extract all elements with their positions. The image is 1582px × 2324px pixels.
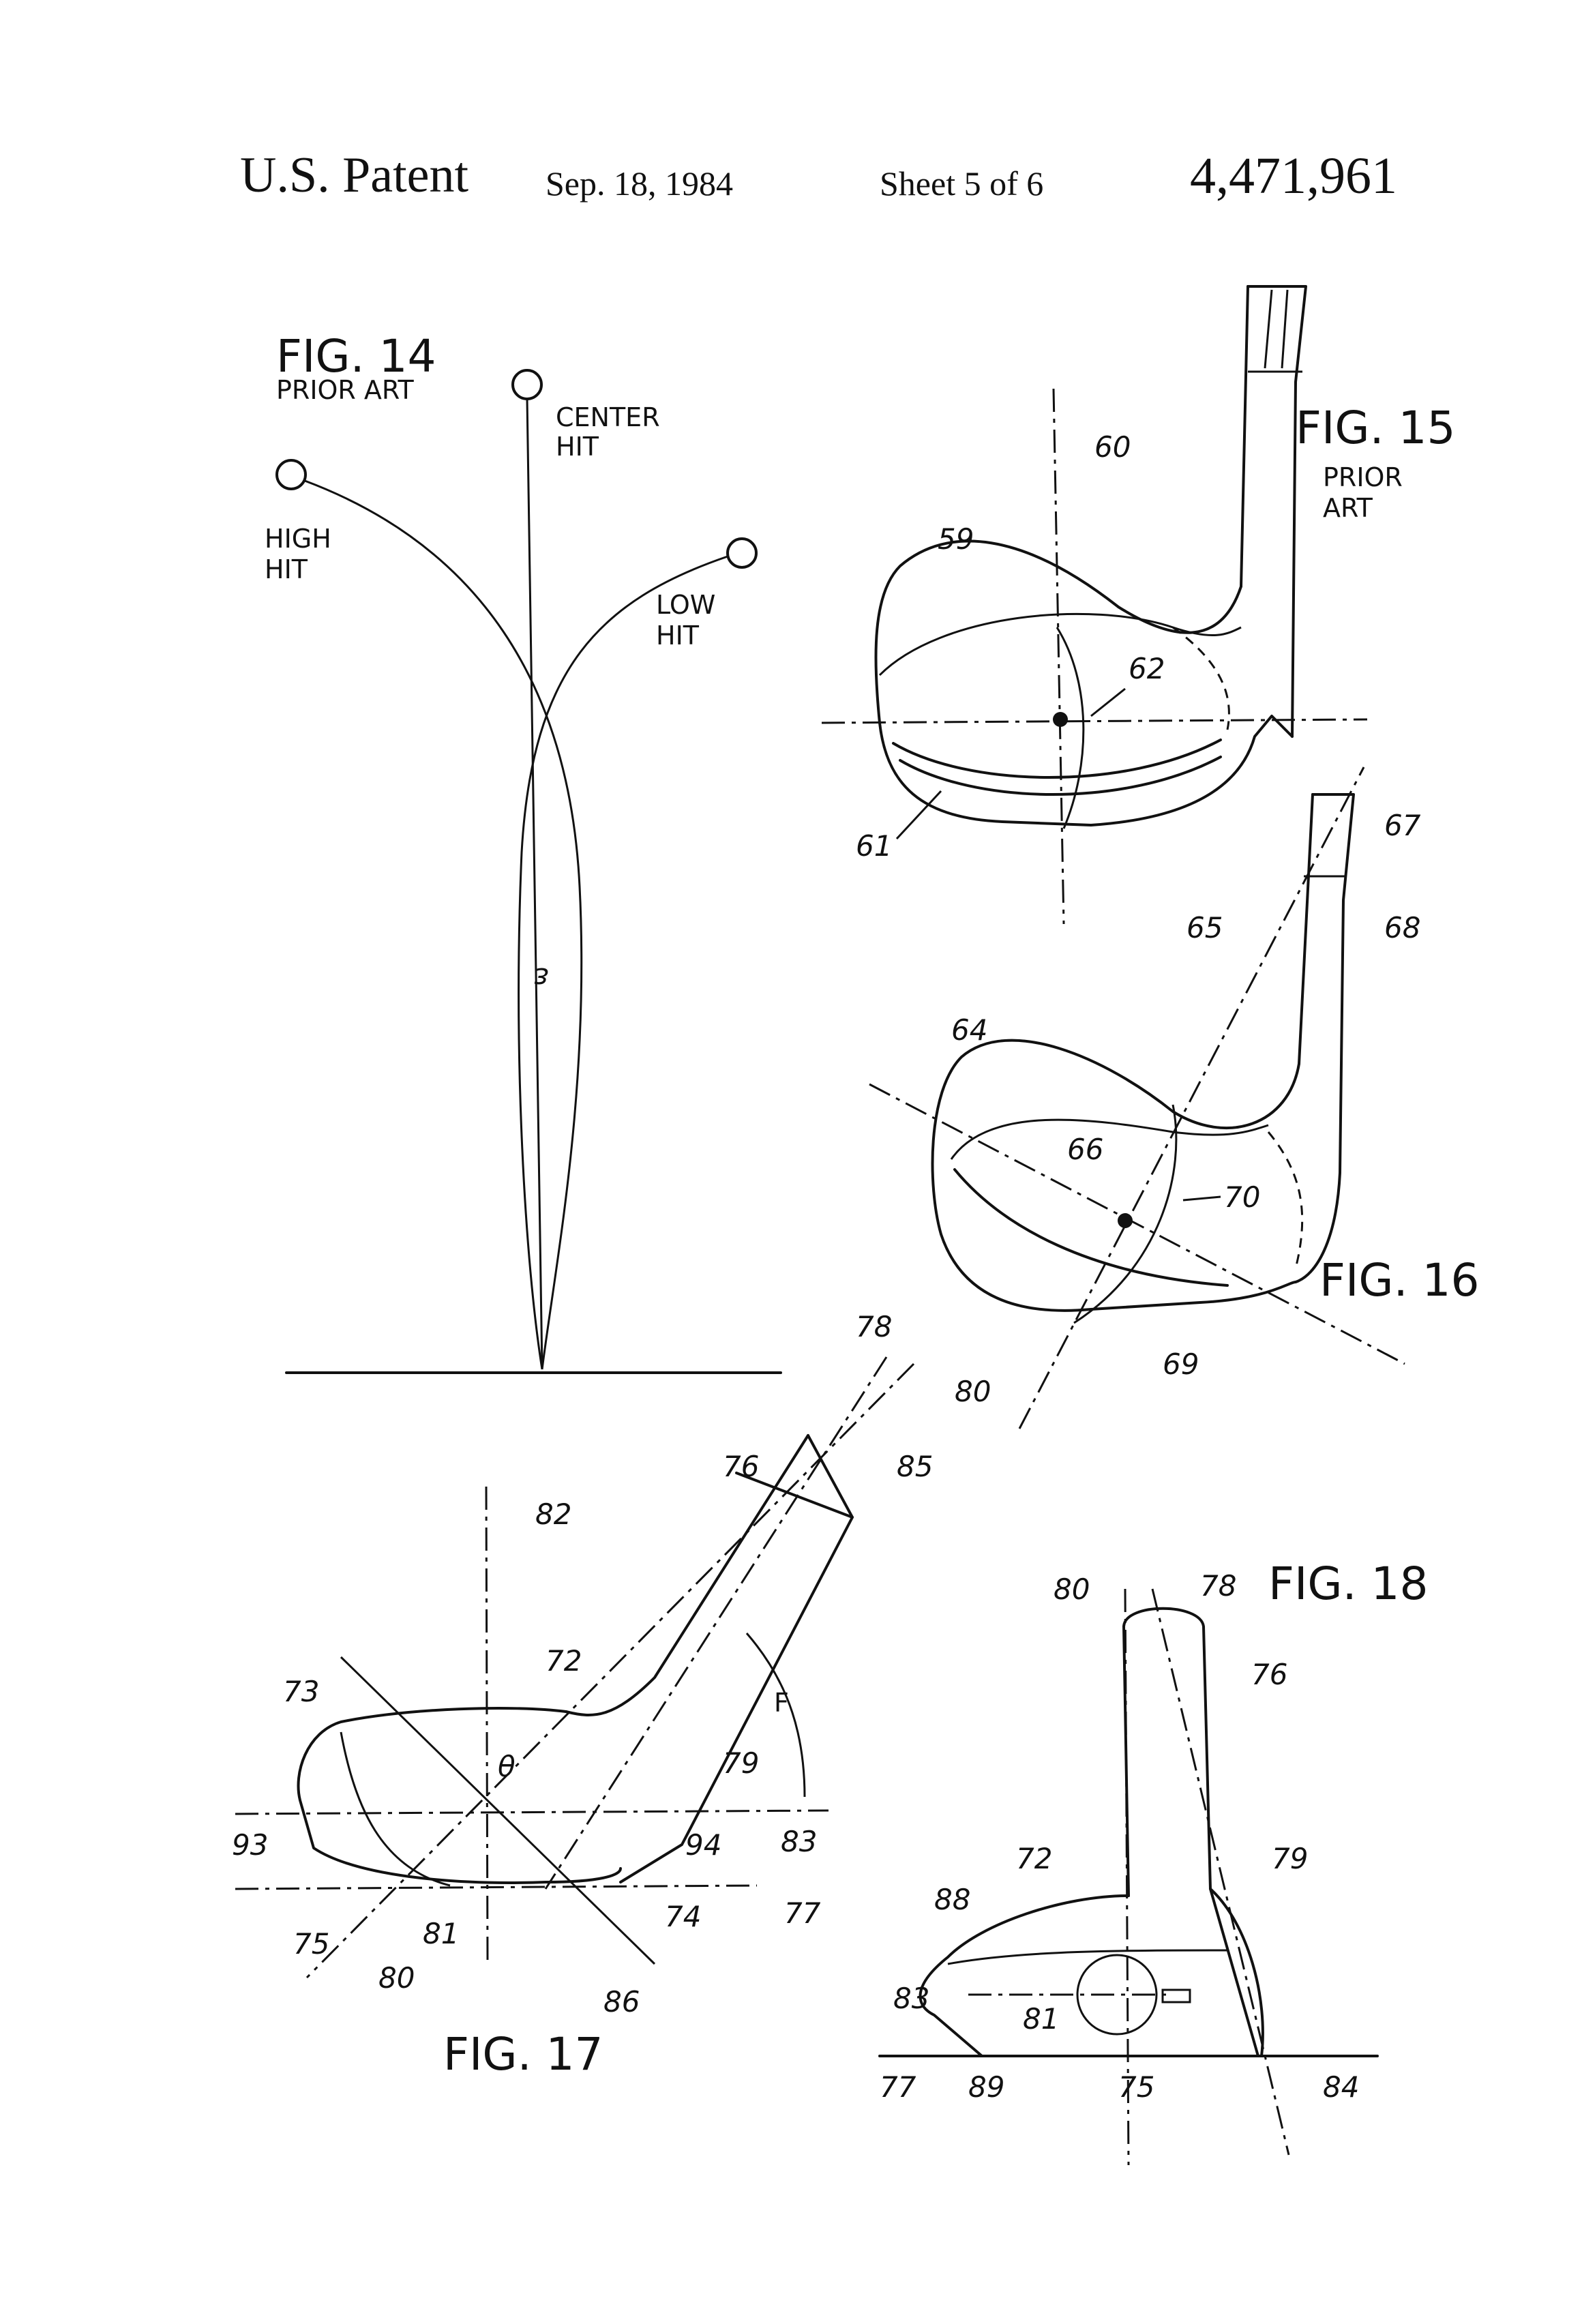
fig17-ref-77: 77 [784,1896,821,1930]
fig14-center-hit-label-2: HIT [556,432,599,462]
fig17-head-inner [341,1732,450,1886]
fig15-sublabel-2: ART [1323,493,1373,523]
fig17-ref-85: 85 [897,1450,933,1483]
fig15-shaft-left [1241,286,1248,586]
fig16-leader-70 [1183,1197,1221,1200]
fig15-sublabel-1: PRIOR [1323,462,1403,492]
fig17-ref-80-top: 80 [955,1375,991,1408]
fig14-low-hit-label-2: HIT [656,621,700,651]
fig17-vertical-axis-82 [486,1487,488,1964]
fig17-ref-94: 94 [685,1828,721,1862]
fig15-hidden-line [1173,627,1229,730]
fig17-label: FIG. 17 [443,2028,603,2081]
fig18-ref-72: 72 [1016,1842,1052,1875]
fig16-face-arc [955,1170,1227,1285]
fig18-ref-89: 89 [968,2070,1004,2104]
fig17-ref-74: 74 [665,1900,701,1933]
fig15-grip-stripe-2 [1282,290,1287,368]
fig17-head-outline [299,1708,621,1883]
fig18-ref-77: 77 [880,2070,916,2104]
fig17-ground-77 [235,1886,757,1889]
fig15-center-dot [1053,712,1068,727]
fig18-face-line [948,1950,1227,1964]
fig17-ref-93: 93 [232,1828,268,1862]
fig18-ref-75: 75 [1118,2070,1154,2104]
fig16-shaft-right [1296,794,1354,1282]
fig17-ref-83: 83 [781,1825,817,1858]
fig17-axis-78 [546,1357,886,1889]
fig18-head-outline [921,1889,1263,2056]
fig15-head-outline [876,541,1292,825]
fig18-ref-88: 88 [934,1883,970,1916]
fig18-face-slot [1163,1990,1190,2002]
fig18-ref-80: 80 [1054,1573,1090,1606]
fig15-grip-stripe [1265,290,1272,368]
fig14-high-hit-label-1: HIGH [265,524,331,554]
fig15-ref-61: 61 [856,829,892,863]
fig16-ref-66: 66 [1067,1133,1103,1166]
fig17-angle-F: F [774,1688,789,1718]
fig18-ref-79: 79 [1272,1842,1308,1875]
fig16-shaft-left [1299,794,1313,1064]
fig17-ref-73: 73 [283,1675,319,1708]
fig14-low-ball [728,539,756,567]
fig16-label: FIG. 16 [1319,1254,1480,1307]
fig15: FIG. 15 PRIOR ART 60 59 62 61 [822,286,1456,924]
fig18-ref-81: 81 [1023,2002,1059,2036]
fig14-high-hit-label-2: HIT [265,554,308,584]
fig16-ref-70: 70 [1224,1180,1260,1214]
fig16-face-top [951,1120,1268,1159]
fig17-ref-78: 78 [856,1310,892,1343]
fig18-ref-84: 84 [1323,2070,1359,2104]
fig16-ref-67: 67 [1384,809,1421,842]
fig15-horizontal-axis [822,719,1367,723]
fig17-diagonal-86 [341,1657,655,1964]
fig15-ref-59: 59 [938,522,974,556]
fig15-shaft [1248,286,1306,736]
fig17-ref-76: 76 [723,1450,759,1483]
fig15-sole-arc-1 [893,740,1221,777]
fig17-shaft-right [621,1435,852,1882]
fig15-leader-62 [1091,689,1125,716]
fig14: FIG. 14 PRIOR ART CENTER HIT HIGH HIT LO… [265,330,781,1373]
fig16-shaft-axis [1019,767,1364,1429]
fig17-ref-75: 75 [293,1927,329,1961]
fig17-ref-79: 79 [723,1746,759,1780]
fig14-center-hit-label-1: CENTER [556,402,660,432]
fig18-ref-76: 76 [1251,1658,1287,1691]
fig17-ref-72: 72 [546,1644,582,1678]
fig18-label: FIG. 18 [1268,1558,1429,1610]
fig16-hidden-line [1268,1132,1302,1268]
fig15-ref-60: 60 [1094,430,1131,464]
fig17-ref-81: 81 [423,1917,459,1950]
fig14-epsilon: ε [533,962,549,995]
fig15-vertical-axis [1054,389,1064,924]
fig18-ref-78: 78 [1200,1569,1236,1603]
fig16-ref-69: 69 [1163,1347,1199,1381]
fig16-head-outline [933,1041,1299,1311]
fig14-low-path [519,556,728,1369]
fig15-face-top [880,614,1241,675]
fig15-ref-62: 62 [1129,652,1165,685]
fig16-ref-68: 68 [1384,911,1420,944]
fig16: FIG. 16 67 65 68 64 66 70 69 [869,767,1480,1429]
fig18: FIG. 18 80 78 76 72 79 88 83 81 77 89 75… [880,1558,1429,2165]
fig17-line-83 [235,1811,829,1814]
fig17-ref-82: 82 [535,1498,571,1531]
fig17-theta: θ [498,1750,516,1783]
fig16-center-dot [1118,1213,1133,1228]
fig14-high-ball [277,460,305,489]
fig16-ref-64: 64 [951,1013,987,1047]
fig16-ref-65: 65 [1186,911,1223,944]
fig14-center-ball [513,370,541,399]
fig17-ref-86: 86 [603,1985,640,2018]
fig17: FIG. 17 78 80 76 85 82 72 73 F 79 93 83 … [232,1310,991,2081]
fig14-center-path [527,399,542,1369]
fig15-label: FIG. 15 [1296,402,1456,454]
fig14-low-hit-label-1: LOW [656,590,715,620]
fig14-sublabel: PRIOR ART [276,375,415,405]
fig18-ref-83: 83 [893,1982,929,2015]
fig17-ref-80-bottom: 80 [378,1961,415,1995]
